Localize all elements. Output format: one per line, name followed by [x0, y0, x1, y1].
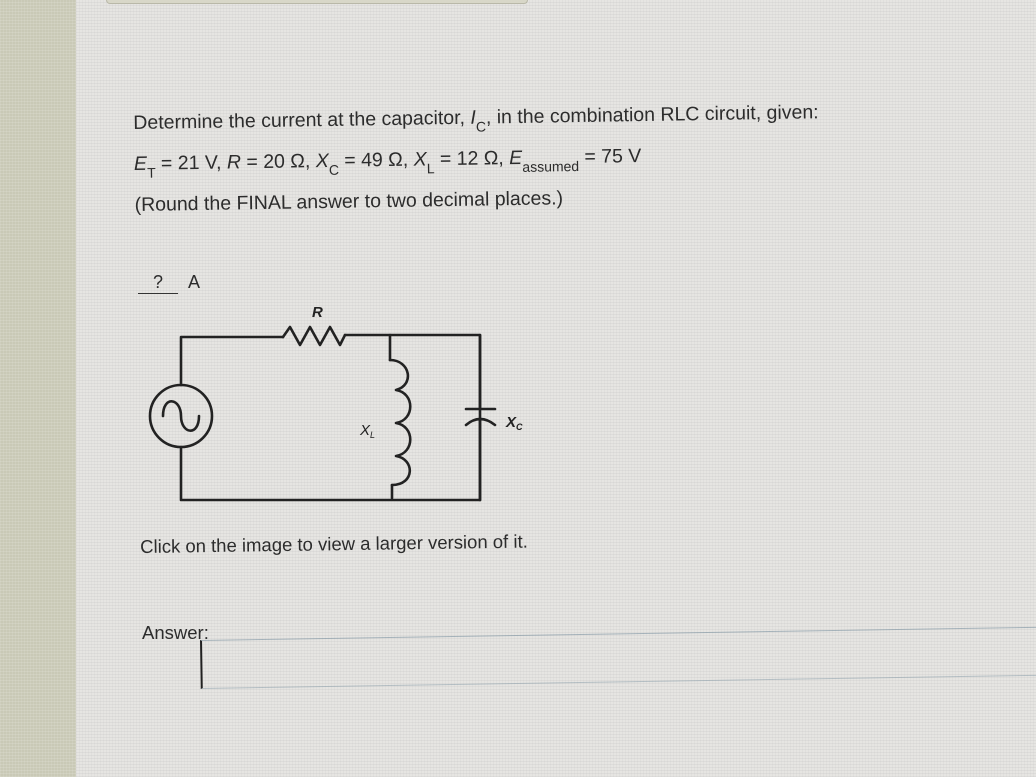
wire-top-left [179, 335, 285, 387]
xc-variable: X [315, 149, 329, 173]
ac-source-icon [161, 400, 201, 432]
r-variable: R [226, 151, 242, 174]
eassumed-value: = 75 V [578, 145, 642, 168]
current-variable-subscript: C [475, 118, 487, 135]
question-suffix: , in the combination RLC circuit, given: [485, 101, 819, 129]
answer-blank-with-unit: ?A [138, 272, 200, 294]
ac-source-circle [148, 383, 214, 449]
top-bar-edge [106, 0, 528, 4]
question-text: Determine the current at the capacitor, … [133, 92, 820, 225]
resistor-icon [281, 325, 347, 347]
question-prefix: Determine the current at the capacitor, [133, 106, 471, 134]
et-value: = 21 V, [155, 151, 228, 175]
xc-subscript: C [328, 161, 340, 178]
xc-value: = 49 Ω, [338, 148, 414, 172]
et-variable: E [133, 152, 148, 175]
wire-loop [179, 333, 482, 502]
r-value: = 20 Ω, [240, 150, 316, 174]
xl-variable: X [413, 148, 427, 171]
answer-unit: A [188, 272, 201, 292]
current-variable: I [470, 106, 476, 129]
inductor-icon [388, 358, 412, 487]
inductor-label: XL [359, 422, 375, 440]
eassumed-subscript: assumed [522, 158, 580, 175]
answer-blank: ? [138, 272, 178, 294]
left-margin-strip [0, 0, 76, 777]
resistor-label: R [312, 304, 323, 321]
et-subscript: T [146, 164, 156, 181]
xl-value: = 12 Ω, [434, 147, 510, 171]
circuit-diagram-image[interactable]: R XL XC [140, 295, 540, 515]
answer-label: Answer: [142, 622, 209, 643]
capacitor-label: XC [505, 414, 523, 432]
xl-subscript: L [426, 160, 435, 177]
eassumed-variable: E [509, 146, 523, 170]
